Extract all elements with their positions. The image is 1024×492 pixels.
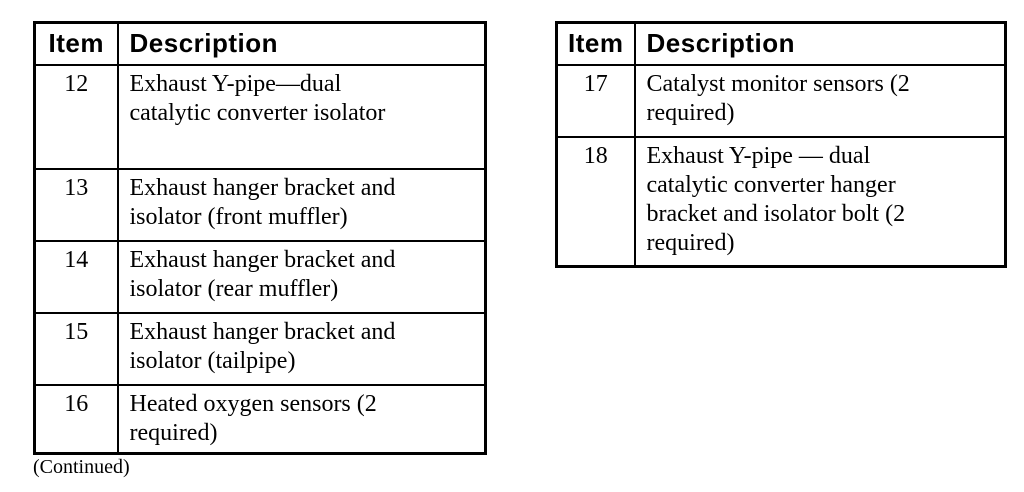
continued-label: (Continued) (33, 456, 130, 478)
item-column-header: Item (33, 21, 119, 66)
description-column-header: Description (116, 21, 487, 66)
item-description: Exhaust Y-pipe—dual catalytic converter … (116, 63, 487, 170)
item-number: 18 (555, 135, 636, 268)
item-number: 15 (33, 311, 119, 386)
table-row: 18 Exhaust Y-pipe — dual catalytic conve… (555, 135, 1007, 268)
description-column-header: Description (633, 21, 1007, 66)
item-number: 14 (33, 239, 119, 314)
item-number: 13 (33, 167, 119, 242)
table-row: 15 Exhaust hanger bracket and isolator (… (33, 311, 487, 386)
item-number: 17 (555, 63, 636, 138)
table-row: 13 Exhaust hanger bracket and isolator (… (33, 167, 487, 242)
table-row: 14 Exhaust hanger bracket and isolator (… (33, 239, 487, 314)
table-row: 12 Exhaust Y-pipe—dual catalytic convert… (33, 63, 487, 170)
table-row: 16 Heated oxygen sensors (2 required) (33, 383, 487, 455)
item-description: Exhaust hanger bracket and isolator (tai… (116, 311, 487, 386)
item-number: 12 (33, 63, 119, 170)
item-description: Exhaust Y-pipe — dual catalytic converte… (633, 135, 1007, 268)
exhaust-parts-table-left: Item Description 12 Exhaust Y-pipe—dual … (33, 21, 487, 455)
item-number: 16 (33, 383, 119, 455)
table-header-row: Item Description (555, 21, 1007, 66)
item-description: Heated oxygen sensors (2 required) (116, 383, 487, 455)
table-row: 17 Catalyst monitor sensors (2 required) (555, 63, 1007, 138)
item-description: Catalyst monitor sensors (2 required) (633, 63, 1007, 138)
item-description: Exhaust hanger bracket and isolator (fro… (116, 167, 487, 242)
exhaust-parts-table-right: Item Description 17 Catalyst monitor sen… (555, 21, 1007, 268)
item-column-header: Item (555, 21, 636, 66)
table-header-row: Item Description (33, 21, 487, 66)
item-description: Exhaust hanger bracket and isolator (rea… (116, 239, 487, 314)
